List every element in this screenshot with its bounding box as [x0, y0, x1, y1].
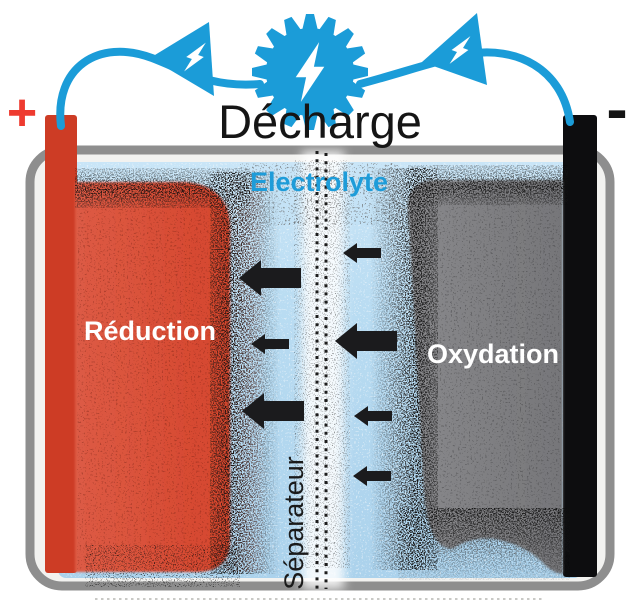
arrowhead-shape — [150, 22, 214, 96]
spray-texture — [398, 508, 570, 580]
plus-sign: + — [7, 84, 37, 142]
spray-texture — [370, 168, 438, 570]
spray-texture — [240, 163, 400, 225]
electrolyte-label: Electrolyte — [250, 167, 388, 197]
diagram-title: Décharge — [218, 95, 422, 148]
spray-texture — [77, 184, 228, 570]
spray-texture — [85, 545, 240, 587]
separator-label: Séparateur — [279, 456, 309, 590]
spray-texture — [75, 168, 250, 208]
spray-texture — [294, 160, 350, 568]
oxidation-label: Oxydation — [427, 339, 559, 369]
left-electrode-terminal — [45, 115, 77, 573]
spray-texture — [408, 165, 568, 205]
minus-sign: - — [606, 73, 627, 145]
reduction-label: Réduction — [84, 316, 216, 346]
wire-arrowhead-icon — [150, 22, 214, 96]
gear-icon — [252, 14, 368, 130]
separator-line — [315, 151, 328, 589]
wire-left — [56, 47, 264, 130]
spray-texture — [210, 172, 280, 574]
external-circuit — [56, 13, 574, 130]
left-electrode — [45, 115, 231, 573]
right-electrode-terminal — [563, 115, 597, 577]
wire-arrowhead-icon — [422, 13, 487, 85]
